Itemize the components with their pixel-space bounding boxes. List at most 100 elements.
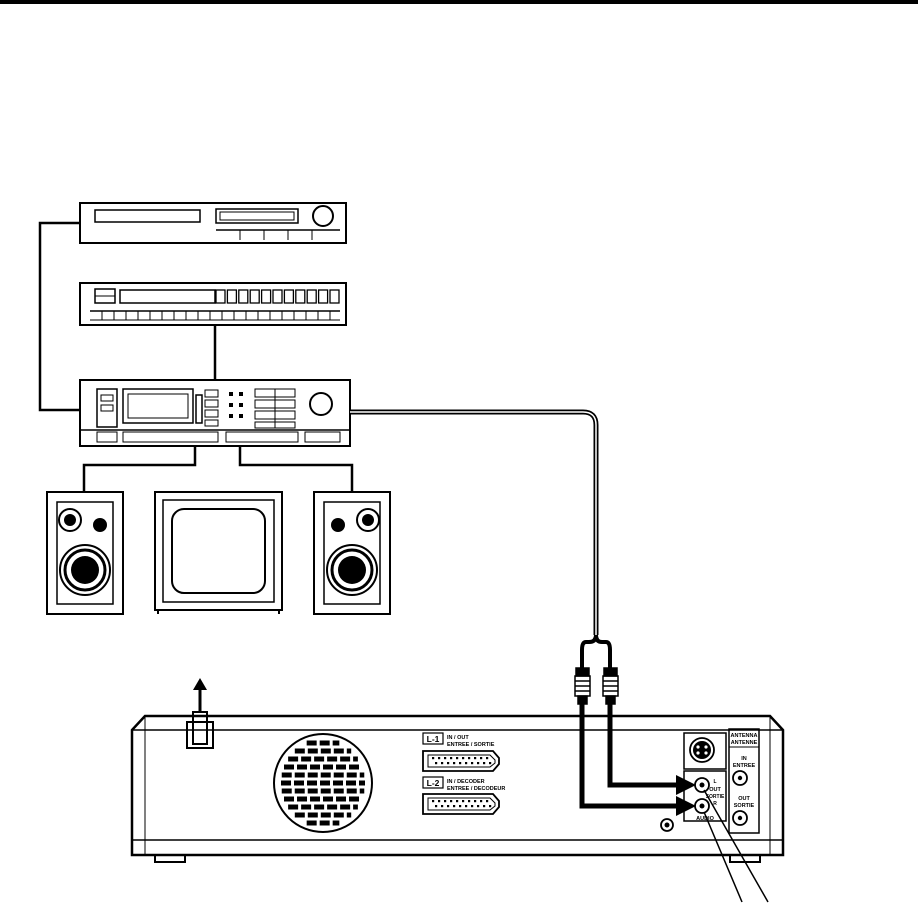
equalizer-button [306, 289, 317, 304]
fan-slot [294, 788, 305, 794]
fan-slot [333, 748, 344, 754]
equalizer-button [249, 289, 260, 304]
scart-pin [486, 800, 489, 803]
audio-section-label: AUDIO [696, 816, 714, 822]
fan-slot [349, 764, 360, 770]
l1-badge-text: L-1 [427, 734, 440, 744]
fan-slot [340, 756, 351, 762]
fan-slot [301, 804, 312, 810]
scart-pin [477, 762, 480, 765]
fan-slot [307, 772, 318, 778]
fan-slot [294, 772, 305, 778]
television [154, 491, 283, 614]
fan-slot [353, 756, 358, 762]
equalizer-button [283, 289, 295, 304]
scart-pin [444, 757, 447, 760]
l2-label-line2: ENTREE / DECODEUR [447, 786, 505, 792]
fan-slot [323, 764, 334, 770]
fan-slot [284, 764, 295, 770]
equalizer-button [295, 289, 306, 304]
scart-pin [462, 757, 465, 760]
fan-grille-bars [281, 740, 365, 826]
antenna-in-label-1: IN [741, 756, 747, 762]
fan-slot [314, 804, 325, 810]
amplifier-indicator-dots [229, 392, 243, 418]
l2-label-line1: IN / DECODER [447, 779, 485, 785]
fan-slot [359, 780, 365, 786]
audio-l-label: L [713, 779, 716, 785]
audio-r-label: R [713, 801, 717, 807]
antenna-in-label-2: ENTREE [733, 763, 756, 769]
fan-slot [336, 764, 347, 770]
scart-pin [438, 757, 441, 760]
scart-pin [480, 757, 483, 760]
fan-slot [332, 820, 340, 826]
audio-cable-routing [579, 704, 680, 809]
scart-pin [465, 805, 468, 808]
scart-pin [480, 800, 483, 803]
fan-slot [307, 780, 317, 786]
fan-slot [333, 780, 343, 786]
fan-slot [288, 804, 299, 810]
scart-connector-l2 [422, 793, 500, 815]
fan-slot [340, 804, 351, 810]
equalizer-buttons [215, 289, 340, 304]
fan-slot [327, 756, 338, 762]
scart-pin [435, 762, 438, 765]
scart-pin [489, 762, 492, 765]
fan-slot [323, 796, 334, 802]
scart-pin [483, 805, 486, 808]
fan-slot [359, 772, 365, 778]
scart-pin [489, 805, 492, 808]
rca-plug-left [574, 667, 591, 705]
rca-plug-right [602, 667, 619, 705]
equalizer-button [272, 289, 283, 304]
l1-badge [422, 732, 444, 745]
scart-l2-pins [432, 800, 492, 808]
fan-slot [346, 748, 352, 754]
fan-slot [306, 740, 317, 746]
fan-slot [297, 764, 308, 770]
vcr-rear-panel [130, 714, 785, 863]
fan-slot [320, 780, 330, 786]
fan-slot [301, 756, 312, 762]
fan-slot [320, 772, 331, 778]
fan-slot [332, 740, 340, 746]
fan-slot [294, 748, 305, 754]
scart-connector-l1 [422, 750, 500, 772]
fan-slot [353, 804, 358, 810]
equalizer-button [238, 289, 249, 304]
fan-slot [319, 740, 330, 746]
scart-pin [471, 805, 474, 808]
scart-pin [435, 805, 438, 808]
fan-slot [346, 772, 357, 778]
arrow-icon-left-channel [676, 775, 696, 795]
equalizer-ticks [101, 311, 331, 320]
scart-pin [441, 805, 444, 808]
power-arrow-icon [193, 678, 207, 690]
fan-slot [307, 748, 318, 754]
scart-pin [465, 762, 468, 765]
amplifier-unit [79, 379, 351, 447]
fan-slot [346, 788, 357, 794]
equalizer-unit [79, 282, 347, 326]
l2-badge-text: L-2 [427, 778, 440, 788]
scart-pin [462, 800, 465, 803]
scart-pin [471, 762, 474, 765]
scart-pin [486, 757, 489, 760]
equalizer-button [215, 289, 226, 304]
antenna-out-jack [732, 810, 748, 826]
fan-slot [320, 788, 331, 794]
fan-slot [310, 764, 321, 770]
audio-cable [350, 409, 612, 668]
scart-pin [456, 757, 459, 760]
l1-label-line1: IN / OUT [447, 735, 469, 741]
equalizer-button [329, 289, 340, 304]
fan-slot [320, 748, 331, 754]
fan-slot [319, 820, 330, 826]
l2-badge [422, 776, 444, 789]
fan-slot [346, 780, 356, 786]
tuner-unit [79, 202, 347, 244]
fan-slot [281, 788, 292, 794]
